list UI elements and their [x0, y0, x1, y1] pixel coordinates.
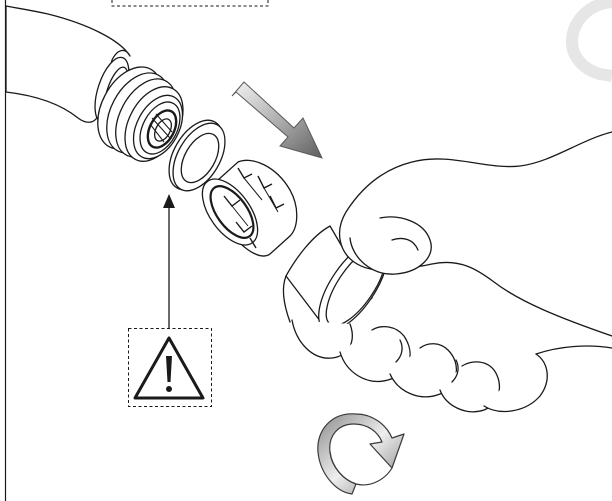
rotate-clockwise-arrow-icon	[318, 414, 404, 494]
warning-callout	[129, 329, 212, 407]
hand	[283, 132, 612, 412]
removal-direction-arrow-icon	[232, 82, 322, 158]
corner-mark	[572, 2, 612, 76]
top-dashed-callout-box	[112, 0, 268, 6]
warning-pointer-arrow	[163, 194, 175, 328]
